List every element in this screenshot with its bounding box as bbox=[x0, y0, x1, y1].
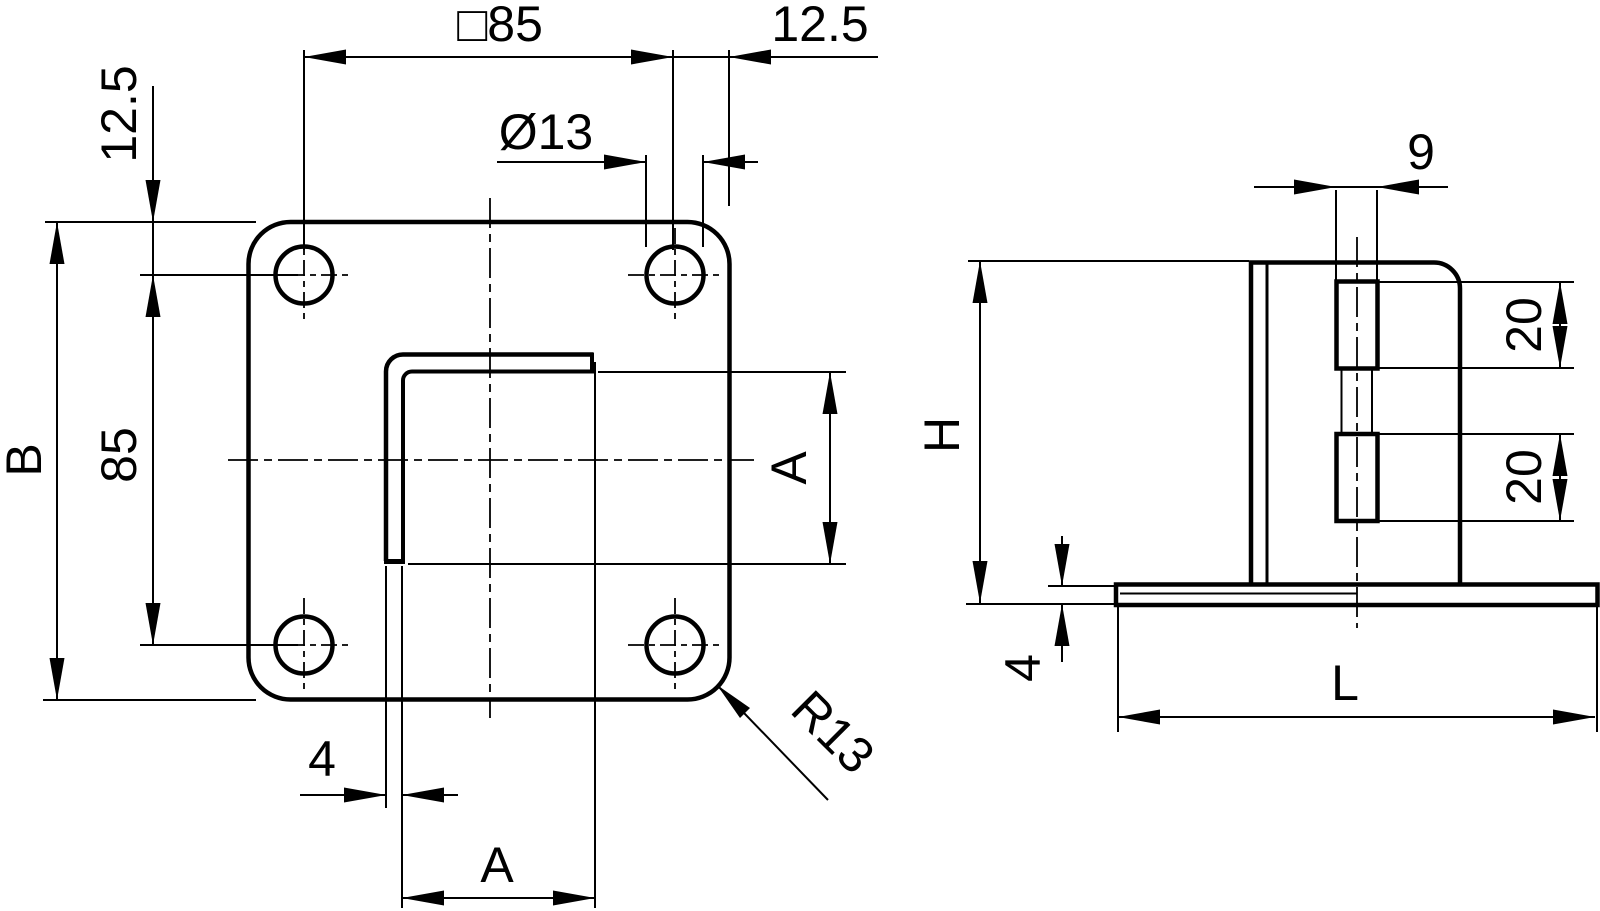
plate-centerlines bbox=[228, 198, 754, 718]
side-view: 9 H 20 20 bbox=[914, 124, 1600, 732]
arrowhead bbox=[1118, 709, 1160, 725]
dim-label-tab-depth: A bbox=[761, 451, 817, 485]
arrowhead bbox=[822, 522, 838, 564]
dim-corner-offset-top: 12.5 bbox=[728, 0, 869, 206]
arrowhead bbox=[344, 787, 386, 803]
knuckle-upper bbox=[1334, 279, 1380, 371]
tab-inner-edge bbox=[401, 369, 591, 561]
arrowhead bbox=[1377, 179, 1419, 195]
dim-hole-pitch-vertical: 85 bbox=[91, 427, 298, 646]
dim-label-pitch-85: 85 bbox=[91, 427, 147, 483]
upright-profile bbox=[1248, 260, 1463, 585]
base-plate-profile bbox=[1113, 582, 1600, 608]
arrowhead bbox=[1552, 479, 1568, 521]
arrowhead bbox=[1552, 282, 1568, 324]
arrowhead bbox=[1054, 604, 1070, 646]
dim-label-tab-width: A bbox=[480, 837, 514, 893]
dim-tab-profile-9: 9 bbox=[1254, 124, 1448, 280]
upright-outline bbox=[1248, 260, 1463, 585]
arrowhead bbox=[972, 261, 988, 303]
arrowhead bbox=[703, 154, 745, 170]
arrowhead bbox=[1054, 544, 1070, 586]
arrowhead bbox=[604, 154, 646, 170]
dim-label-20-upper: 20 bbox=[1496, 297, 1552, 353]
dim-label-offset-left: 12.5 bbox=[91, 65, 147, 162]
arrowhead bbox=[822, 372, 838, 414]
dim-label-thickness-4: 4 bbox=[308, 731, 336, 787]
knuckle-lower bbox=[1334, 431, 1380, 524]
dim-label-overall-B: B bbox=[0, 443, 52, 476]
arrowhead bbox=[145, 603, 161, 645]
dim-tab-depth-A: A bbox=[408, 371, 846, 565]
dim-material-thickness: 4 bbox=[300, 566, 458, 908]
arrowhead bbox=[49, 222, 65, 264]
dim-knuckle-20-upper: 20 bbox=[1379, 281, 1574, 369]
dim-hole-diameter: Ø13 bbox=[497, 104, 758, 247]
arrowhead bbox=[553, 890, 595, 906]
dim-label-height-H: H bbox=[914, 417, 970, 453]
tab-outer-edge bbox=[383, 352, 593, 561]
arrowhead bbox=[402, 787, 444, 803]
dim-label-length-L: L bbox=[1331, 655, 1359, 711]
arrowhead bbox=[972, 561, 988, 603]
arrowhead bbox=[145, 180, 161, 222]
bent-tab bbox=[383, 352, 594, 564]
arrowhead bbox=[1553, 709, 1595, 725]
dim-label-square-85: □85 bbox=[457, 0, 543, 52]
arrowhead bbox=[1294, 179, 1336, 195]
dim-knuckle-20-lower: 20 bbox=[1379, 433, 1574, 522]
dim-tab-width-A: A bbox=[402, 362, 596, 908]
dim-label-base-thickness: 4 bbox=[995, 654, 1051, 682]
hinge-knuckles bbox=[1334, 237, 1380, 628]
dim-overall-B: B bbox=[0, 222, 256, 701]
arrowhead bbox=[402, 890, 444, 906]
dim-label-hole-diameter: Ø13 bbox=[499, 104, 594, 160]
dim-label-9: 9 bbox=[1407, 124, 1435, 180]
arrowhead bbox=[717, 685, 750, 718]
arrowhead bbox=[49, 658, 65, 700]
front-view: □85 12.5 Ø13 12.5 bbox=[0, 0, 885, 908]
arrowhead bbox=[1552, 434, 1568, 476]
dim-corner-radius: R13 bbox=[716, 680, 885, 801]
dim-label-20-lower: 20 bbox=[1496, 449, 1552, 505]
dim-height-H: H bbox=[914, 260, 1249, 605]
arrowhead bbox=[145, 275, 161, 317]
hole-crosshairs bbox=[257, 228, 722, 692]
base-plate bbox=[1113, 582, 1600, 608]
dim-base-length-L: L bbox=[1117, 607, 1598, 732]
arrowhead bbox=[304, 49, 346, 65]
arrowhead bbox=[631, 49, 673, 65]
dim-corner-offset-left: 12.5 bbox=[45, 65, 298, 645]
dim-base-thickness-4: 4 bbox=[995, 536, 1114, 682]
dim-label-offset-top: 12.5 bbox=[771, 0, 868, 52]
arrowhead bbox=[729, 49, 771, 65]
dim-hole-pattern-square: □85 bbox=[303, 0, 878, 250]
arrowhead bbox=[1552, 326, 1568, 368]
